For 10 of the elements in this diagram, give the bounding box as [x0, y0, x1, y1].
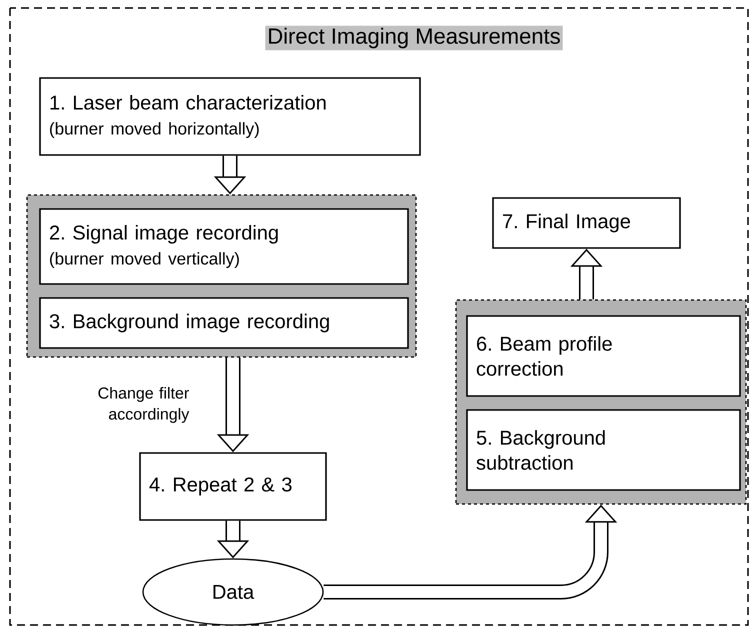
process-box: 1. Laser beam characterization (burner moved horizontally)	[39, 77, 421, 156]
title: Direct Imaging Measurements	[265, 26, 563, 50]
edge-label: Change filter accordingly	[88, 386, 190, 424]
process-box: 7. Final Image	[492, 197, 681, 249]
process-box: 4. Repeat 2 & 3	[139, 452, 327, 521]
process-box: 2. Signal image recording (burner moved vertically)	[39, 208, 409, 285]
process-box: 6. Beam profile correction	[466, 315, 741, 397]
node-label: Data	[214, 585, 254, 599]
process-box: 3. Background image recording	[39, 297, 409, 349]
process-box: 5. Background subtraction	[466, 409, 741, 491]
